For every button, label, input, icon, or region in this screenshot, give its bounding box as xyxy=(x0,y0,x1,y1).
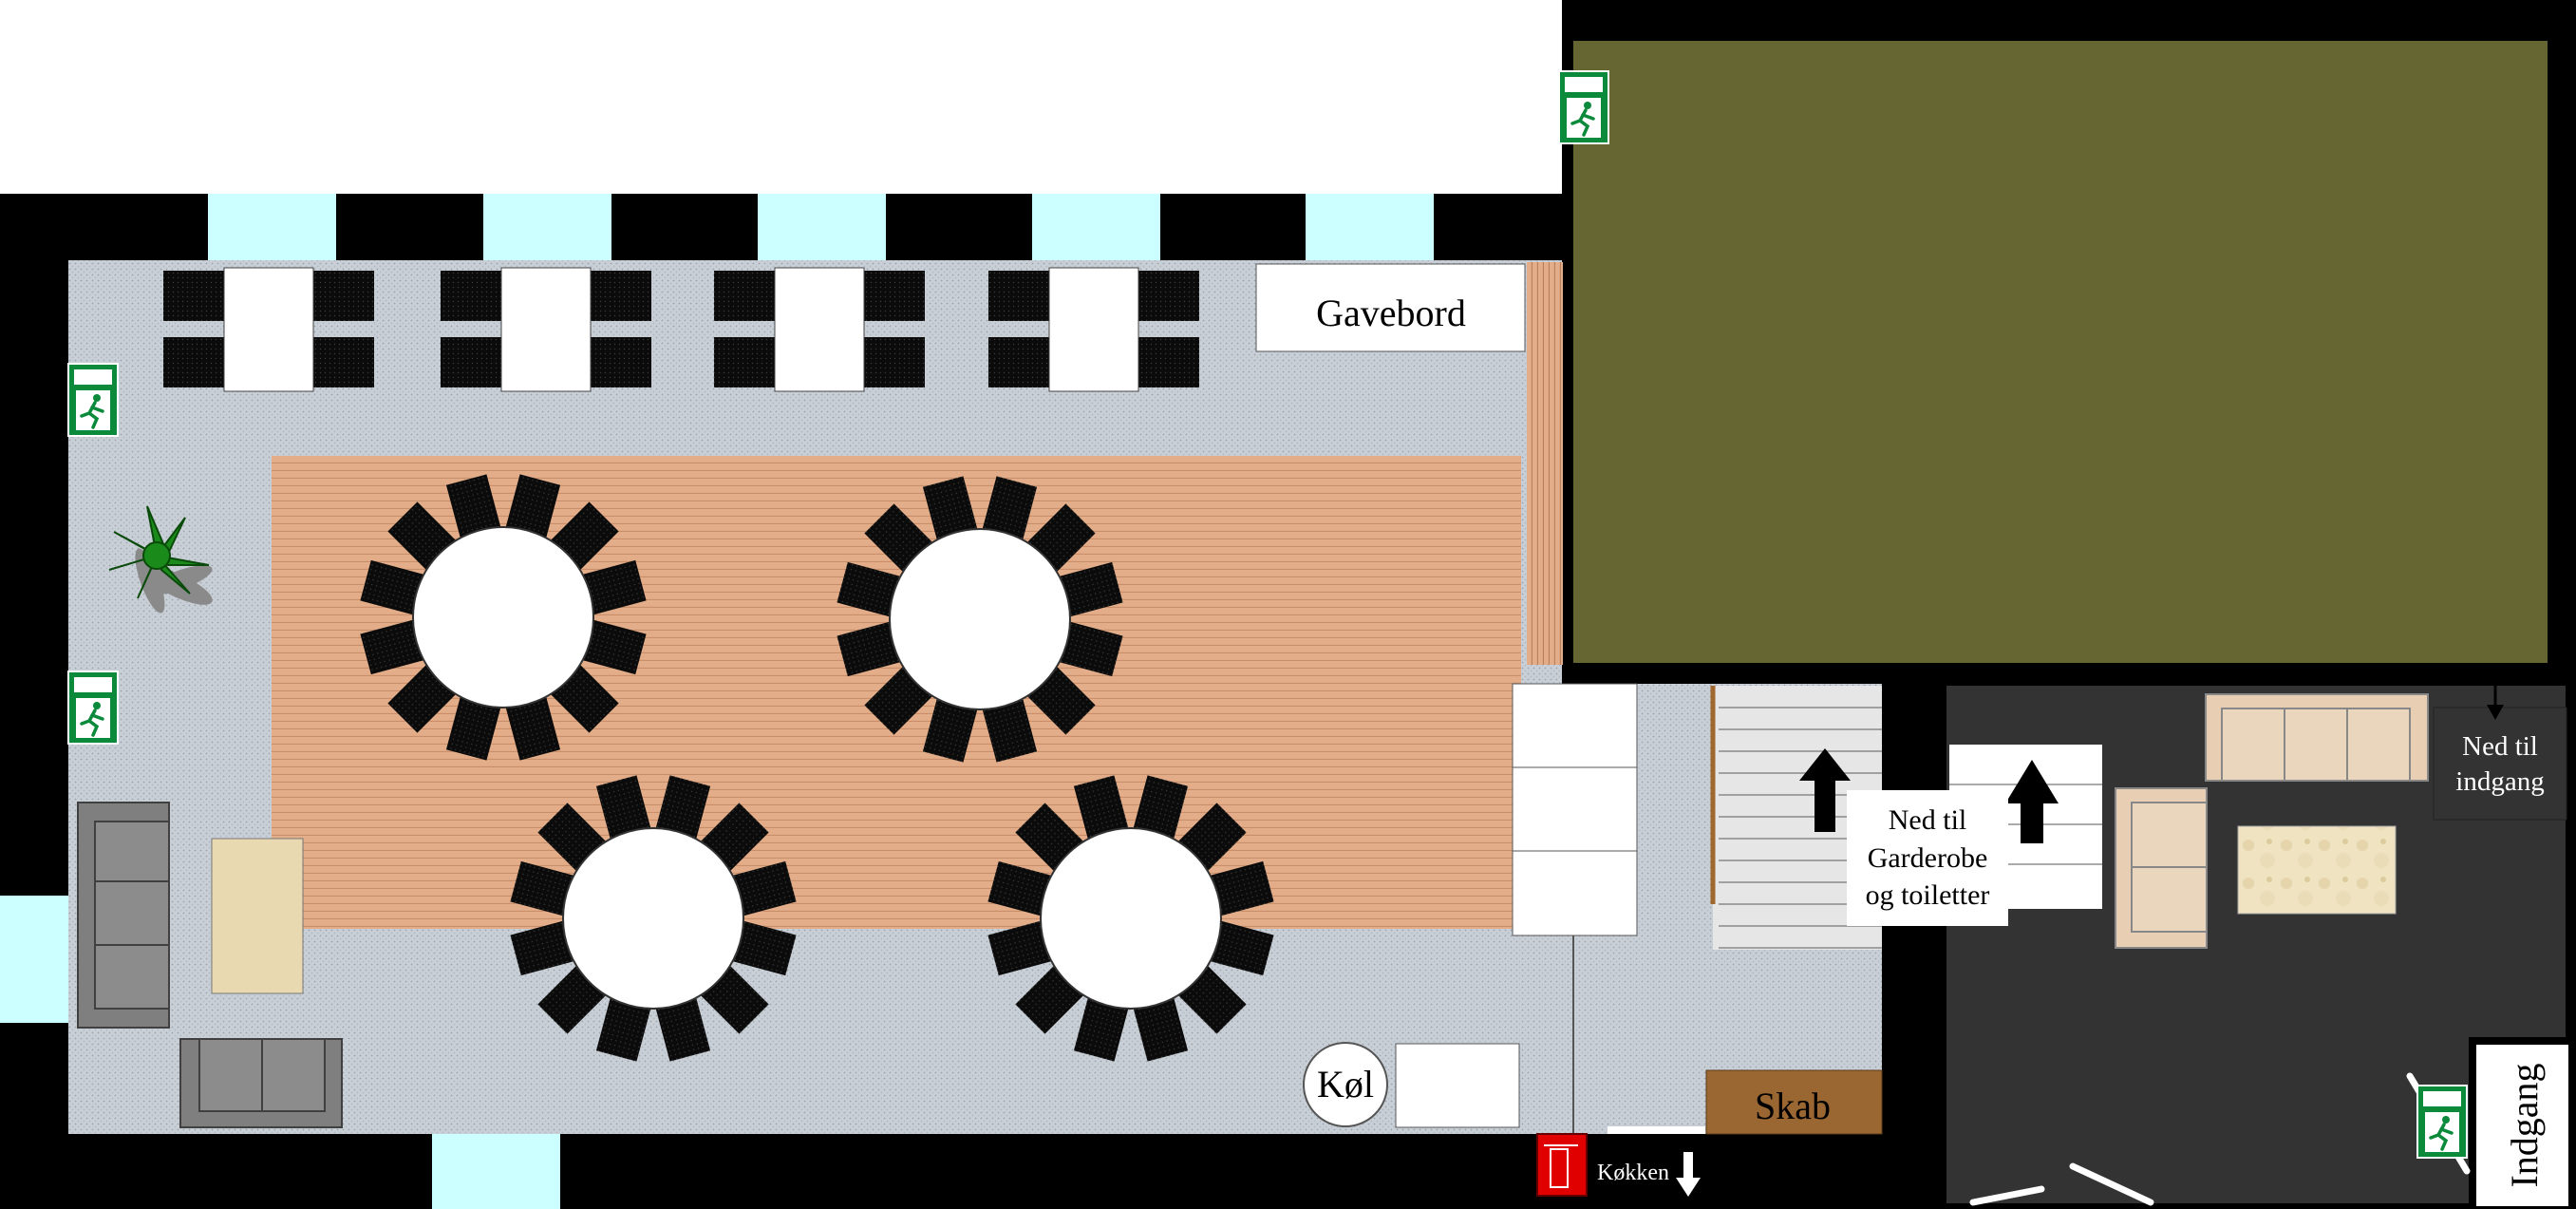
emergency-exit-icon xyxy=(67,671,119,745)
chair xyxy=(510,860,578,917)
white-counter xyxy=(1512,683,1638,936)
chair xyxy=(922,694,979,763)
down-garderobe-line-2: Garderobe xyxy=(1868,842,1988,874)
emergency-exit-icon xyxy=(1558,70,1609,144)
chair xyxy=(837,561,905,618)
down-entrance-line-1: Ned til xyxy=(2462,731,2538,762)
arrow-icon xyxy=(2005,760,2059,843)
round-table xyxy=(987,775,1274,1062)
chair xyxy=(595,775,652,843)
sofa-bottom xyxy=(179,1038,343,1128)
table-group-3 xyxy=(714,267,925,392)
exit-signs xyxy=(67,70,2468,1159)
chair xyxy=(922,476,979,544)
arrow-icon xyxy=(2487,686,2504,720)
round-tables xyxy=(360,474,1274,1062)
lounge-sofa-top xyxy=(2205,693,2429,782)
chair xyxy=(837,620,905,677)
entrance-label: Indgang xyxy=(2503,1063,2546,1187)
chair xyxy=(578,618,647,675)
window xyxy=(758,194,886,260)
chair xyxy=(1206,919,1274,976)
chair xyxy=(360,559,428,616)
round-table xyxy=(360,474,647,761)
white-box xyxy=(1395,1043,1520,1128)
coffee-table-beige xyxy=(211,838,304,994)
chair xyxy=(445,692,502,761)
stage-steps xyxy=(1527,262,1563,665)
chair xyxy=(504,692,561,761)
kitchen-door xyxy=(1608,1126,1705,1134)
chair xyxy=(1073,775,1130,843)
chair xyxy=(1132,993,1189,1062)
chair xyxy=(445,474,502,542)
emergency-exit-icon xyxy=(2416,1085,2468,1159)
cabinet-label: Skab xyxy=(1755,1085,1831,1127)
cabinet: Skab xyxy=(1705,1069,1883,1135)
down-garderobe-line-1: Ned til xyxy=(1889,804,1967,836)
chair xyxy=(654,775,711,843)
fridge-label: Køl xyxy=(1317,1063,1374,1105)
chair xyxy=(1206,860,1274,917)
chair xyxy=(728,919,797,976)
chair xyxy=(510,919,578,976)
chair xyxy=(1055,620,1123,677)
arrow-icon xyxy=(1799,748,1851,832)
round-table-top xyxy=(412,526,594,708)
chair xyxy=(981,694,1038,763)
sofa-left xyxy=(77,802,170,1029)
chair xyxy=(578,559,647,616)
stage xyxy=(1573,41,2548,663)
chair xyxy=(1055,561,1123,618)
chair xyxy=(981,476,1038,544)
fire-extinguisher-icon xyxy=(1536,1133,1588,1197)
chair xyxy=(1073,993,1130,1062)
window xyxy=(1032,194,1160,260)
chair xyxy=(595,993,652,1062)
label-down-entrance: Ned til indgang xyxy=(2433,707,2567,821)
chair xyxy=(360,618,428,675)
table-group-4 xyxy=(988,267,1199,392)
kitchen-label: Køkken xyxy=(1597,1161,1669,1185)
gift-table-label: Gavebord xyxy=(1316,292,1466,334)
chair xyxy=(987,860,1056,917)
down-entrance-line-2: indgang xyxy=(2455,766,2544,797)
chair xyxy=(654,993,711,1062)
window xyxy=(483,194,611,260)
round-table xyxy=(510,775,797,1062)
entrance: Indgang xyxy=(2469,1037,2576,1209)
lounge-sofa-left xyxy=(2115,787,2208,949)
chair xyxy=(504,474,561,542)
arrow-icon xyxy=(1676,1152,1701,1197)
round-table-top xyxy=(1040,827,1222,1010)
chair xyxy=(987,919,1056,976)
round-table-top xyxy=(562,827,744,1010)
round-table-top xyxy=(889,528,1071,710)
window xyxy=(432,1134,560,1209)
table-group-2 xyxy=(441,267,651,392)
chair xyxy=(728,860,797,917)
chair xyxy=(1132,775,1189,843)
plant-icon xyxy=(108,505,213,614)
window xyxy=(208,194,336,260)
gift-table: Gavebord xyxy=(1255,263,1526,352)
round-table xyxy=(837,476,1123,763)
lounge-coffee-table xyxy=(2237,825,2397,915)
down-garderobe-line-3: og toiletter xyxy=(1866,879,1990,911)
label-down-garderobe: Ned til Garderobe og toiletter xyxy=(1847,790,2008,926)
table-group-1 xyxy=(163,267,374,392)
emergency-exit-icon xyxy=(67,363,119,437)
window xyxy=(0,896,68,1023)
window xyxy=(1306,194,1434,260)
fridge: Køl xyxy=(1303,1042,1388,1127)
